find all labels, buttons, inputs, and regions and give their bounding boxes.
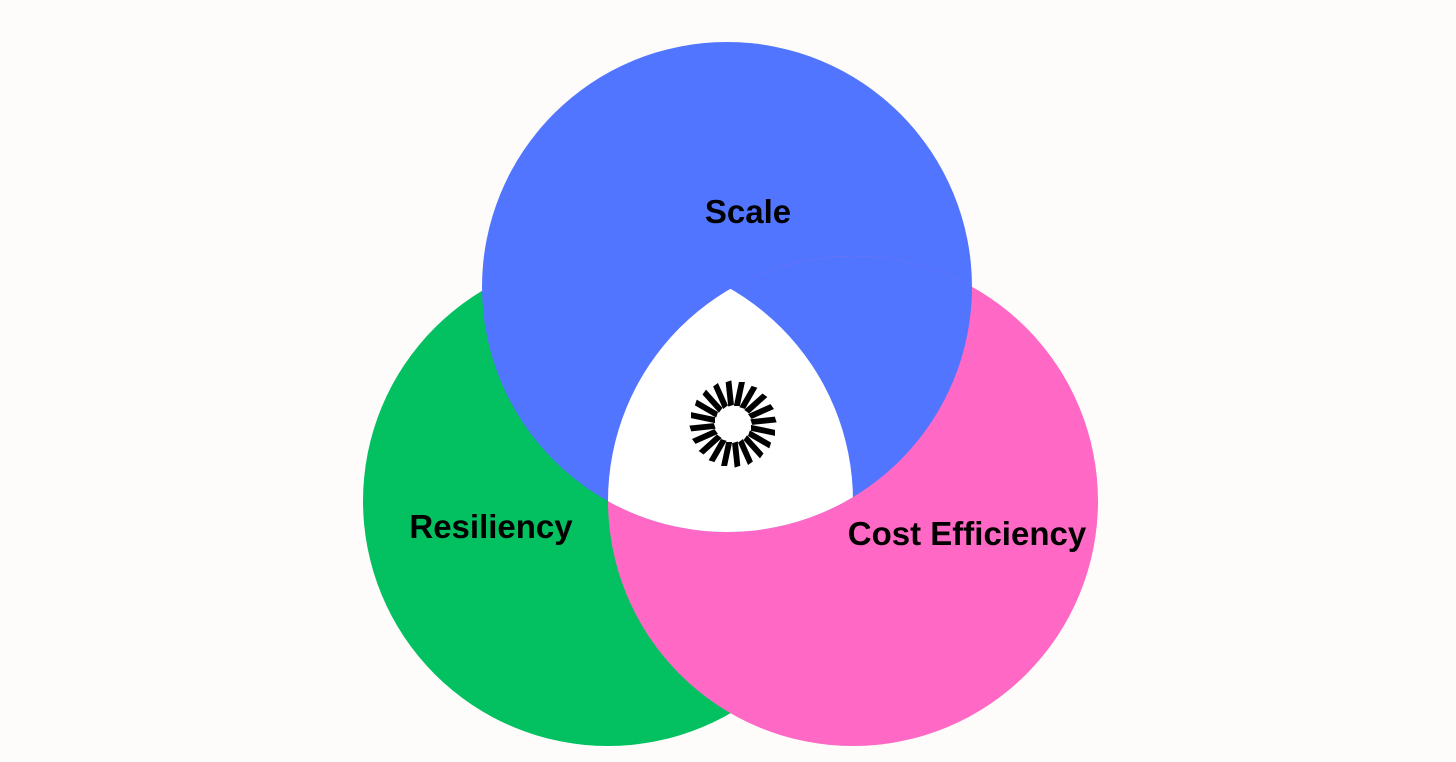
sunburst-ray: [748, 430, 772, 449]
sunburst-ray: [708, 439, 727, 463]
sunburst-ray: [750, 416, 777, 425]
resiliency-label: Resiliency: [409, 508, 573, 545]
sunburst-ray: [721, 442, 733, 466]
sunburst-ray: [748, 404, 774, 419]
sunburst-ray: [702, 389, 723, 413]
center-intersection: [608, 256, 853, 532]
sunburst-logo-icon: [689, 380, 777, 468]
cost-efficiency-label: Cost Efficiency: [848, 515, 1087, 552]
sunburst-ray: [698, 434, 722, 455]
sunburst-ray: [713, 383, 728, 409]
sunburst-ray: [725, 380, 734, 407]
sunburst-ray: [743, 435, 764, 459]
sunburst-ray: [732, 441, 741, 468]
sunburst-ray: [733, 382, 745, 406]
sunburst-ray: [689, 423, 716, 432]
sunburst-ray: [738, 439, 753, 465]
sunburst-ray: [692, 429, 718, 444]
scale-label: Scale: [705, 193, 791, 230]
sunburst-ray: [751, 424, 775, 436]
sunburst-ray: [744, 393, 768, 414]
sunburst-ray: [691, 412, 715, 424]
sunburst-ray: [694, 399, 718, 418]
sunburst-ray: [739, 385, 758, 409]
